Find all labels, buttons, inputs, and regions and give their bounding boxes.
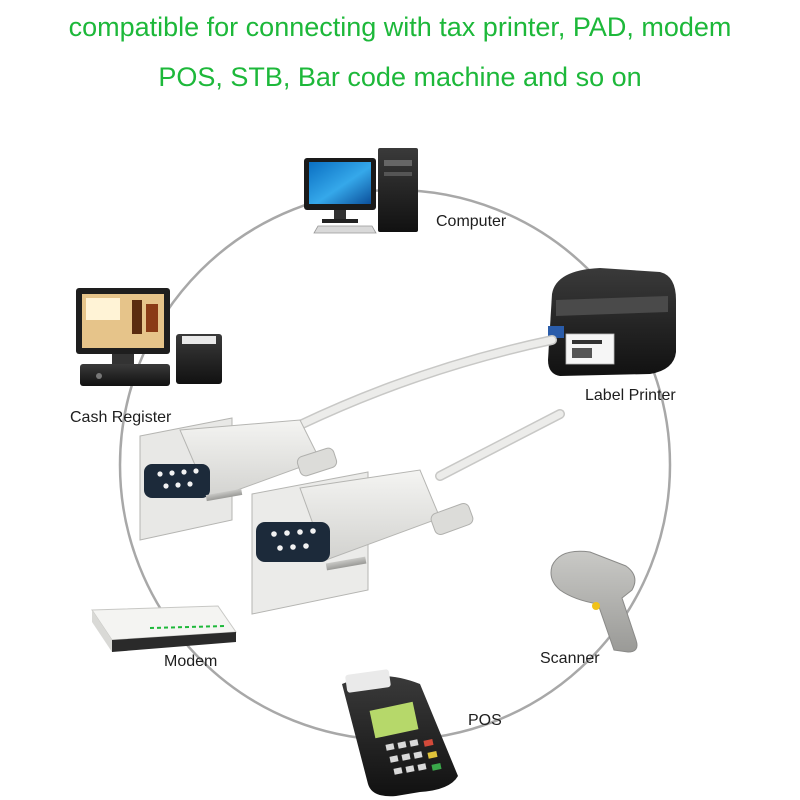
modem-label: Modem xyxy=(164,653,217,670)
headline-line-1: compatible for connecting with tax print… xyxy=(68,12,732,42)
label-printer-label: Label Printer xyxy=(585,387,676,404)
pos-terminal-icon xyxy=(342,669,458,797)
cash-register-label: Cash Register xyxy=(70,409,172,426)
headline-line-2: POS, STB, Bar code machine and so on xyxy=(158,62,642,92)
scanner-label: Scanner xyxy=(540,650,600,667)
modem-icon xyxy=(91,605,237,652)
pos-label: POS xyxy=(468,712,502,729)
label-printer-icon xyxy=(548,268,676,376)
serial-cable-icon xyxy=(139,335,565,615)
scanner-icon xyxy=(550,550,638,653)
computer-icon xyxy=(304,148,418,234)
computer-label: Computer xyxy=(436,213,507,230)
cash-register-icon xyxy=(76,288,222,386)
